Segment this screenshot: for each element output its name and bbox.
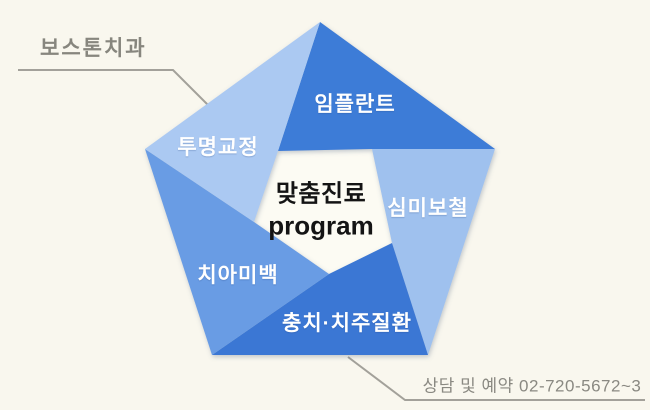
segment-label-cavity-perio: 충치·치주질환 bbox=[282, 312, 412, 335]
center-hole-shape bbox=[254, 149, 392, 274]
center-caption-line2: program bbox=[268, 210, 374, 241]
segment-label-implant: 임플란트 bbox=[314, 93, 396, 116]
segment-teeth-whitening-shape bbox=[145, 149, 329, 355]
segment-label-teeth-whitening: 치아미백 bbox=[197, 264, 279, 287]
clinic-name: 보스톤치과 bbox=[40, 37, 147, 60]
center-caption-line1: 맞춤진료 bbox=[275, 180, 367, 208]
center-caption: 맞춤진료 program bbox=[268, 179, 373, 244]
segment-clear-aligner-shape bbox=[145, 22, 320, 222]
contact-leader-line bbox=[347, 356, 645, 401]
segment-label-aesthetic-prosthetics: 심미보철 bbox=[387, 197, 469, 220]
segment-label-clear-aligner: 투명교정 bbox=[177, 136, 259, 159]
segment-implant-shape bbox=[278, 22, 495, 151]
segment-aesthetic-prosthetics-shape bbox=[372, 149, 495, 355]
contact-info: 상담 및 예약 02-720-5672~3 bbox=[422, 376, 642, 396]
segment-cavity-perio-shape bbox=[212, 243, 428, 355]
clinic-leader-line bbox=[18, 69, 210, 107]
